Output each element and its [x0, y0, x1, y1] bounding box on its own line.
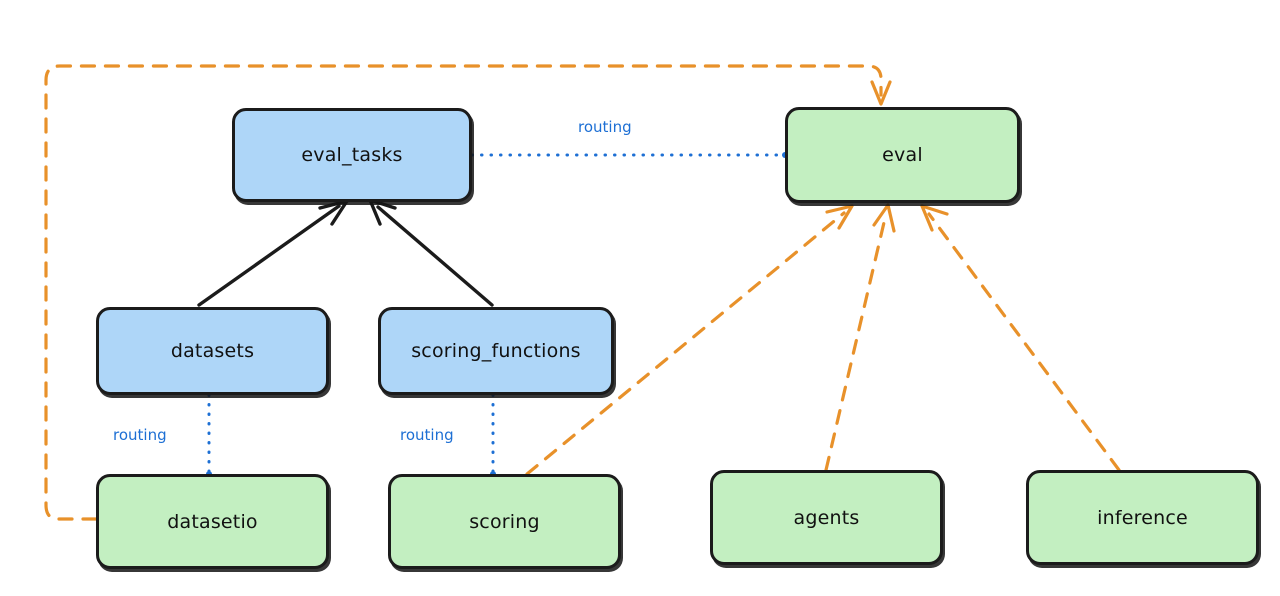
node-eval-tasks[interactable]: eval_tasks [232, 108, 472, 202]
node-label: agents [793, 506, 860, 529]
edge-datasetio-to-eval [44, 64, 892, 521]
node-scoring[interactable]: scoring [388, 474, 621, 569]
node-label: eval_tasks [301, 144, 403, 166]
node-scoring-functions[interactable]: scoring_functions [378, 307, 614, 395]
node-inference[interactable]: inference [1026, 470, 1259, 565]
edge-scoring_functions-to-scoring [490, 393, 496, 477]
node-label: eval [882, 144, 923, 166]
node-eval[interactable]: eval [785, 107, 1020, 203]
edge-datasets-to-datasetio [206, 393, 212, 477]
node-agents[interactable]: agents [710, 470, 943, 565]
edge-label-routing-eval-tasks-eval: routing [578, 118, 632, 136]
edge-eval_tasks-to-eval [470, 152, 788, 158]
edge-agents-to-eval [824, 203, 896, 472]
edge-datasets-to-eval_tasks [197, 199, 349, 307]
node-datasetio[interactable]: datasetio [96, 474, 329, 569]
node-datasets[interactable]: datasets [96, 307, 329, 395]
edge-inference-to-eval [920, 204, 1121, 472]
node-label: datasets [170, 340, 255, 362]
edge-scoring-to-eval [525, 204, 854, 476]
edge-scoring_functions-to-eval_tasks [368, 198, 494, 307]
edge-label-routing-scoring-functions-scoring: routing [400, 426, 454, 444]
edge-label-routing-datasets-datasetio: routing [113, 426, 167, 444]
node-label: scoring [469, 510, 540, 533]
node-label: scoring_functions [411, 340, 581, 362]
node-label: datasetio [167, 510, 258, 533]
node-label: inference [1097, 506, 1188, 529]
